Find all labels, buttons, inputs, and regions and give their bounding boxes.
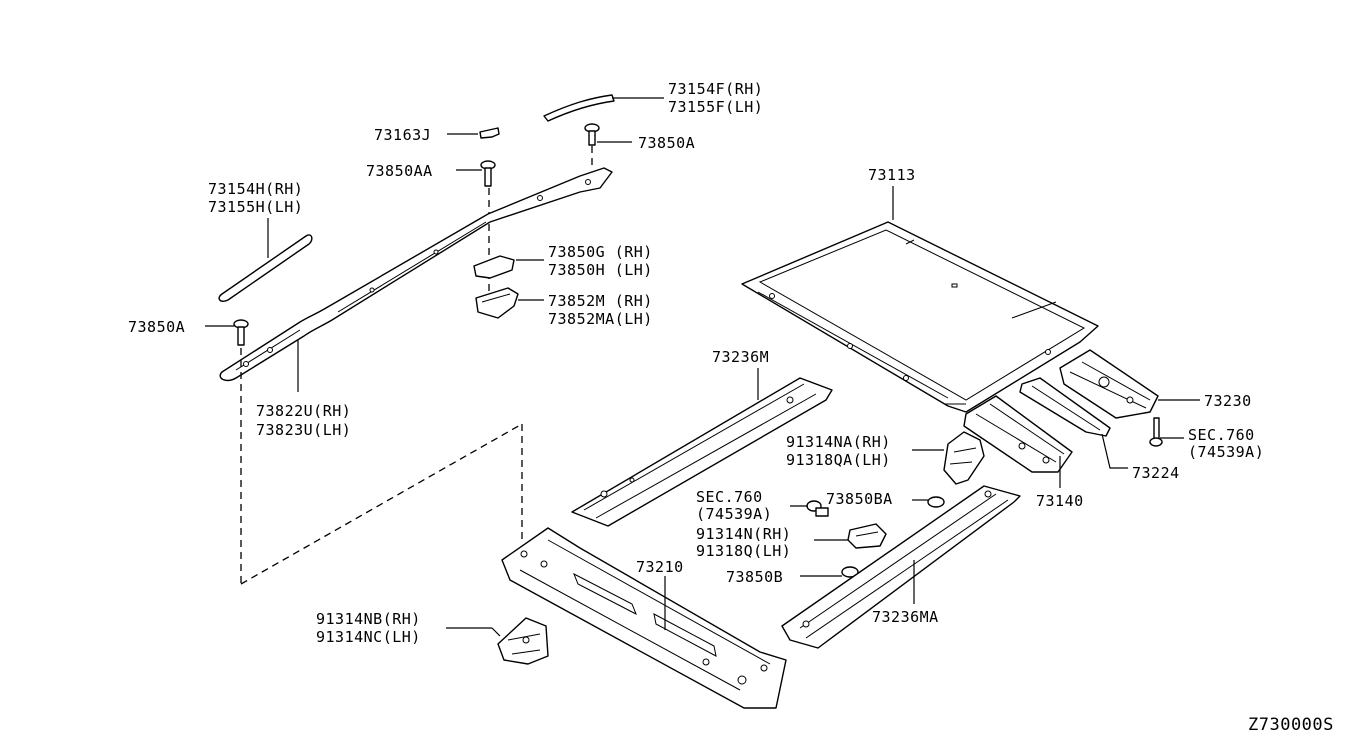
front-header	[501, 527, 787, 709]
part-number-label: 73850A	[128, 318, 185, 336]
part-number-label: 73852MA(LH)	[548, 310, 653, 328]
roof-molding-front	[543, 94, 664, 122]
part-number-label: 73822U(RH)	[256, 402, 351, 420]
part-number-label: 73140	[1036, 492, 1084, 510]
part-number-label: (74539A)	[696, 505, 772, 523]
bolt-sec760-mid	[790, 500, 829, 517]
part-number-label: 73230	[1204, 392, 1252, 410]
part-number-label: 91314NB(RH)	[316, 610, 421, 628]
part-number-label: SEC.760	[1188, 426, 1255, 444]
part-number-label: 91318Q(LH)	[696, 542, 791, 560]
part-number-label: 73154H(RH)	[208, 180, 303, 198]
side-rail-73236ma	[781, 485, 1021, 649]
part-number-label: 73823U(LH)	[256, 421, 351, 439]
roof-rail	[219, 167, 613, 392]
callout-73163j: 73163J	[374, 126, 431, 144]
part-number-label: (74539A)	[1188, 443, 1264, 461]
part-number-label: SEC.760	[696, 488, 763, 506]
part-number-label: 73850G (RH)	[548, 243, 653, 261]
callout-73852m: 73852M (RH) 73852MA(LH)	[548, 292, 653, 328]
callout-91314n: 91314N(RH) 91318Q(LH)	[696, 525, 791, 560]
roof-molding-side	[218, 218, 313, 303]
callout-73822u: 73822U(RH) 73823U(LH)	[256, 402, 351, 439]
rear-header	[1059, 349, 1200, 419]
part-number-label: 73850AA	[366, 162, 433, 180]
diagram-code: Z730000S	[1248, 715, 1334, 735]
bolt-sec760-right	[1149, 417, 1184, 447]
nut-73850b	[800, 566, 859, 578]
part-number-label: 73154F(RH)	[668, 80, 763, 98]
callout-73113: 73113	[868, 166, 916, 184]
part-number-label: 73850B	[726, 568, 783, 586]
bolt-73850a-top	[584, 123, 632, 165]
callout-73850aa: 73850AA	[366, 162, 433, 180]
callout-91314na: 91314NA(RH) 91318QA(LH)	[786, 433, 891, 469]
part-number-label: 73163J	[374, 126, 431, 144]
bracket-73852m	[475, 287, 544, 319]
part-number-label: 91314NC(LH)	[316, 628, 421, 646]
part-number-label: 91314NA(RH)	[786, 433, 891, 451]
callout-73850a-left: 73850A	[128, 318, 185, 336]
roof-bow-73224	[1019, 377, 1128, 469]
bracket-91314nb	[446, 617, 549, 665]
part-number-label: 73852M (RH)	[548, 292, 653, 310]
part-number-label: 73155F(LH)	[668, 98, 763, 116]
part-number-label: 73113	[868, 166, 916, 184]
callout-73236ma: 73236MA	[872, 608, 939, 626]
callout-73236m: 73236M	[712, 348, 769, 366]
callout-73210: 73210	[636, 558, 684, 576]
part-number-label: 91318QA(LH)	[786, 451, 891, 469]
part-number-label: 73850BA	[826, 490, 893, 508]
part-number-label: 91314N(RH)	[696, 525, 791, 543]
clip-part	[447, 127, 500, 139]
part-number-label: 73850H (LH)	[548, 261, 653, 279]
roof-panel	[741, 186, 1099, 413]
side-rail-73236m	[571, 368, 833, 527]
part-number-label: 73236MA	[872, 608, 939, 626]
bolt-73850aa	[456, 160, 496, 300]
callout-91314nb: 91314NB(RH) 91314NC(LH)	[316, 610, 421, 646]
callout-73154h: 73154H(RH) 73155H(LH)	[208, 180, 303, 216]
bracket-73850g	[473, 255, 544, 279]
callout-73850a-top: 73850A	[638, 134, 695, 152]
bracket-91314na	[912, 431, 985, 485]
roof-bow-73140	[963, 395, 1073, 488]
bracket-91314n	[814, 523, 887, 549]
bolt-73850a-left	[205, 319, 523, 585]
callout-sec760-mid: SEC.760 (74539A)	[696, 488, 772, 523]
part-number-label: 73224	[1132, 464, 1180, 482]
callout-73140: 73140	[1036, 492, 1084, 510]
part-number-label: 73236M	[712, 348, 769, 366]
callout-73224: 73224	[1132, 464, 1180, 482]
part-number-label: 73210	[636, 558, 684, 576]
nut-73850ba	[912, 496, 945, 508]
callout-73850ba: 73850BA	[826, 490, 893, 508]
part-number-label: 73850A	[638, 134, 695, 152]
callout-73850g: 73850G (RH) 73850H (LH)	[548, 243, 653, 279]
callout-sec760-right: SEC.760 (74539A)	[1188, 426, 1264, 461]
callout-73154f: 73154F(RH) 73155F(LH)	[668, 80, 763, 116]
part-number-label: 73155H(LH)	[208, 198, 303, 216]
callout-73230: 73230	[1204, 392, 1252, 410]
callout-73850b: 73850B	[726, 568, 783, 586]
